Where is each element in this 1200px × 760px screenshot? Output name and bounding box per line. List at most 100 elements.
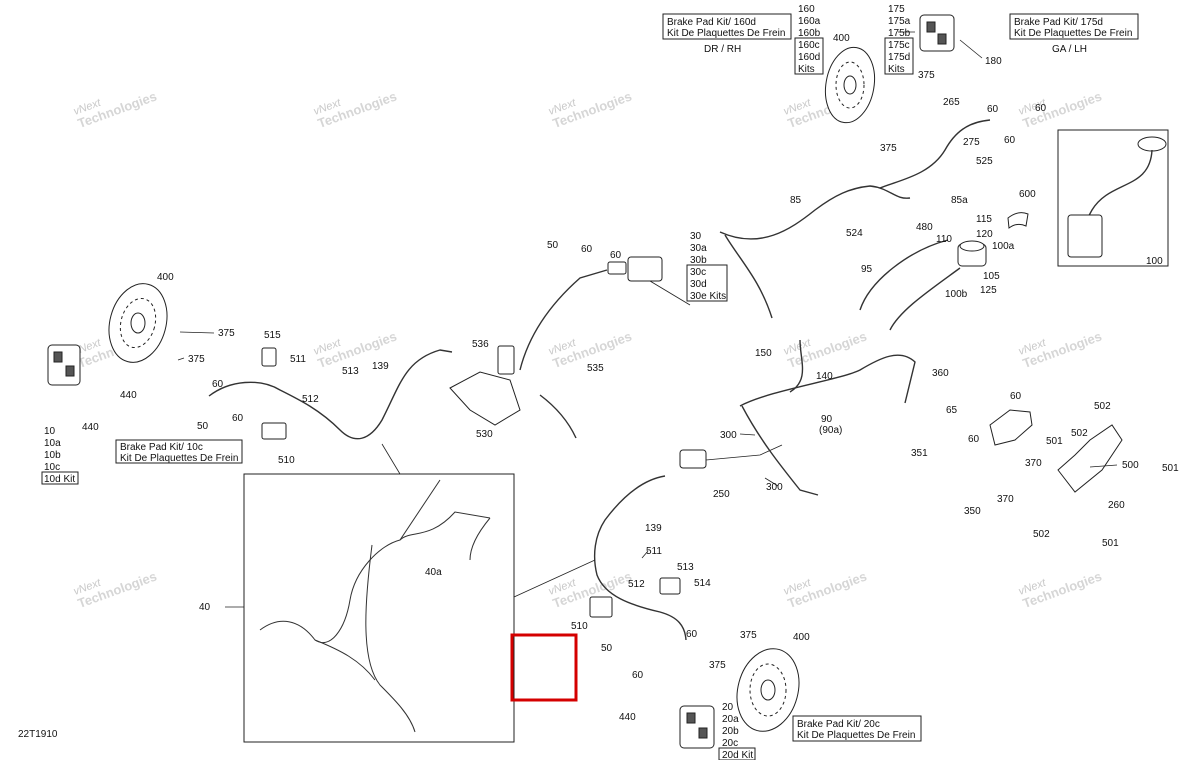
kit-list-item: 20b bbox=[722, 726, 739, 737]
callout-60: 60 bbox=[968, 434, 980, 445]
reservoir-100 bbox=[1057, 129, 1169, 267]
kit-list-item: Kits bbox=[888, 64, 905, 75]
kit-list-20: 20 20a 20b 20c 20d Kit bbox=[718, 702, 756, 760]
callout-400: 400 bbox=[833, 33, 850, 44]
sensor-515 bbox=[261, 347, 277, 367]
callout-400: 400 bbox=[793, 632, 810, 643]
callout-65: 65 bbox=[946, 405, 958, 416]
kit-list-item: 30a bbox=[690, 243, 707, 254]
leader-lines bbox=[177, 31, 1118, 559]
callout-440: 440 bbox=[619, 712, 636, 723]
kit-title: Brake Pad Kit/ 10c bbox=[120, 442, 203, 453]
callout-60: 60 bbox=[1004, 135, 1016, 146]
kit-list-item: 160 bbox=[798, 4, 815, 15]
sensor-510-right bbox=[589, 596, 613, 618]
brake-pedal-assembly-530 bbox=[449, 345, 521, 426]
callout-515: 515 bbox=[264, 330, 281, 341]
callout-60: 60 bbox=[686, 629, 698, 640]
callout-90: 90 bbox=[821, 414, 833, 425]
callout-512: 512 bbox=[628, 579, 645, 590]
caliper-rear-left bbox=[47, 344, 81, 386]
callout-375: 375 bbox=[218, 328, 235, 339]
drawing-id: 22T1910 bbox=[18, 729, 58, 740]
callout-250: 250 bbox=[713, 489, 730, 500]
brake-lines bbox=[208, 119, 991, 641]
callout-60: 60 bbox=[581, 244, 593, 255]
callout-140: 140 bbox=[816, 371, 833, 382]
kit-box-front-right: Brake Pad Kit/ 160d Kit De Plaquettes De… bbox=[662, 13, 792, 55]
callout-510: 510 bbox=[278, 455, 295, 466]
kit-list-item: 10 bbox=[44, 426, 56, 437]
brake-disc-front-right bbox=[824, 46, 876, 124]
callout-60: 60 bbox=[987, 104, 999, 115]
callout-100b: 100b bbox=[945, 289, 968, 300]
clip-600 bbox=[1007, 212, 1029, 229]
callout-524: 524 bbox=[846, 228, 863, 239]
kit-list-item: 10b bbox=[44, 450, 61, 461]
callout-60: 60 bbox=[1035, 103, 1047, 114]
kit-box-rear-left: Brake Pad Kit/ 10c Kit De Plaquettes De … bbox=[115, 439, 243, 464]
kit-list-item: 10c bbox=[44, 462, 60, 473]
callout-536: 536 bbox=[472, 339, 489, 350]
callout-500: 500 bbox=[1122, 460, 1139, 471]
kit-title: Brake Pad Kit/ 20c bbox=[797, 719, 880, 730]
switch-514 bbox=[659, 577, 681, 595]
kit-list-item: 20 bbox=[722, 702, 734, 713]
callout-525: 525 bbox=[976, 156, 993, 167]
callout-95: 95 bbox=[861, 264, 873, 275]
callout-50: 50 bbox=[601, 643, 613, 654]
callout-100a: 100a bbox=[992, 241, 1015, 252]
callout-501: 501 bbox=[1046, 436, 1063, 447]
kit-list-item: 20d Kit bbox=[722, 750, 753, 760]
callout-120: 120 bbox=[976, 229, 993, 240]
caliper-front bbox=[919, 14, 955, 52]
kit-list-item: Kits bbox=[798, 64, 815, 75]
sensor-510-left bbox=[261, 422, 287, 440]
callout-125: 125 bbox=[980, 285, 997, 296]
kit-list-item: 175 bbox=[888, 4, 905, 15]
callout-275: 275 bbox=[963, 137, 980, 148]
kit-subtitle: Kit De Plaquettes De Frein bbox=[667, 28, 785, 39]
callout-180: 180 bbox=[985, 56, 1002, 67]
kit-title: Brake Pad Kit/ 160d bbox=[667, 17, 756, 28]
master-cylinder-100a bbox=[957, 240, 987, 267]
kit-list-item: 175d bbox=[888, 52, 910, 63]
callout-60: 60 bbox=[1010, 391, 1022, 402]
callout-370: 370 bbox=[997, 494, 1014, 505]
callout-100: 100 bbox=[1146, 256, 1163, 267]
callout-513: 513 bbox=[342, 366, 359, 377]
callout-502: 502 bbox=[1033, 529, 1050, 540]
callout-480: 480 bbox=[916, 222, 933, 233]
kit-list-item: 10d Kit bbox=[44, 474, 75, 485]
callout-501: 501 bbox=[1162, 463, 1179, 474]
callout-351: 351 bbox=[911, 448, 928, 459]
kit-list-item: 175a bbox=[888, 16, 911, 27]
callout-60: 60 bbox=[610, 250, 622, 261]
callout-60: 60 bbox=[232, 413, 244, 424]
callout-60: 60 bbox=[632, 670, 644, 681]
bracket-60-assembly bbox=[989, 409, 1033, 446]
kit-list-item: 160b bbox=[798, 28, 821, 39]
callout-60: 60 bbox=[212, 379, 224, 390]
kit-list-item: 20a bbox=[722, 714, 739, 725]
callout-511: 511 bbox=[646, 546, 662, 557]
bracket-500 bbox=[1057, 424, 1123, 493]
kit-subtitle: Kit De Plaquettes De Frein bbox=[1014, 28, 1132, 39]
callout-514: 514 bbox=[694, 578, 711, 589]
callout-375: 375 bbox=[880, 143, 897, 154]
callout-370: 370 bbox=[1025, 458, 1042, 469]
brake-disc-rear-left bbox=[108, 283, 168, 363]
kit-list-item: 160a bbox=[798, 16, 821, 27]
kit-list-item: 10a bbox=[44, 438, 61, 449]
kit-subtitle: Kit De Plaquettes De Frein bbox=[120, 453, 238, 464]
hose-inset-box bbox=[225, 443, 596, 743]
kit-side-label: GA / LH bbox=[1052, 44, 1087, 55]
callout-115: 115 bbox=[976, 214, 992, 225]
kit-side-label: DR / RH bbox=[704, 44, 741, 55]
callout-511: 511 bbox=[290, 354, 306, 365]
callout-300: 300 bbox=[720, 430, 737, 441]
callout-512: 512 bbox=[302, 394, 319, 405]
callout-90a: (90a) bbox=[819, 425, 842, 436]
